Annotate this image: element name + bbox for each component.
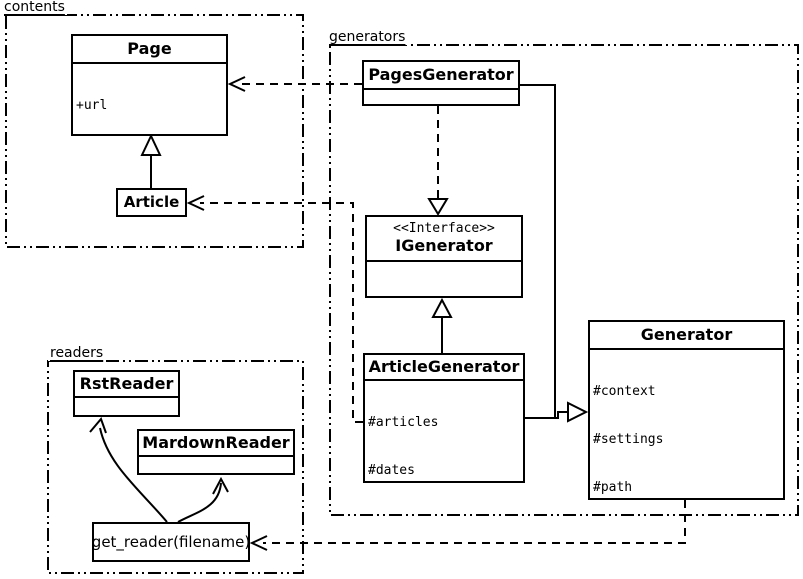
package-label-contents: contents <box>2 0 67 15</box>
realization-arrowhead-igenerator <box>427 198 449 216</box>
class-mardownreader-name: MardownReader <box>142 433 290 452</box>
inheritance-arrowhead-page <box>140 133 162 156</box>
class-article: Article <box>116 188 187 217</box>
function-get-reader-label: get_reader(filename) <box>91 533 251 551</box>
edge-articlegenerator-article <box>200 202 363 423</box>
package-label-readers: readers <box>48 345 106 361</box>
edge-getreader-mardownreader <box>177 482 222 523</box>
class-page: Page +url +slug +summary +check_properti… <box>71 34 228 136</box>
class-articlegenerator-name: ArticleGenerator <box>368 357 520 376</box>
dependency-arrowhead-article <box>186 195 205 211</box>
package-label-generators: generators <box>327 29 408 45</box>
attribute: #articles <box>368 415 439 430</box>
package-border-generators <box>329 44 799 516</box>
class-pagesgenerator: PagesGenerator #pages <box>362 60 520 106</box>
class-articlegenerator: ArticleGenerator #articles #dates #tags … <box>363 353 525 483</box>
arrowhead-mardownreader <box>212 476 229 495</box>
attribute: +url <box>76 98 108 113</box>
inheritance-arrowhead-generator <box>567 401 589 423</box>
class-page-name: Page <box>127 39 172 58</box>
edge-generator-junction <box>555 411 568 419</box>
edge-getreader-rstreader <box>99 427 168 523</box>
class-page-attributes: +url +slug +summary <box>73 62 226 134</box>
arrowhead-rstreader <box>89 417 107 434</box>
class-generator-attributes: #context #settings #path #theme #output_… <box>590 348 783 498</box>
class-igenerator-stereotype: <<Interface>> <box>393 221 495 236</box>
method: +generate_context() <box>370 296 518 298</box>
class-rstreader: RstReader +read() <box>73 370 180 417</box>
dependency-arrowhead-getreader <box>249 535 268 551</box>
edge-generator-getreader <box>263 500 686 544</box>
class-articlegenerator-attributes: #articles #dates #tags #categories <box>365 379 523 481</box>
class-igenerator-methods: +generate_context() +generate_output() <box>367 260 521 298</box>
class-rstreader-methods: +read() <box>75 396 178 415</box>
class-igenerator-name: IGenerator <box>395 236 493 255</box>
attribute: #dates <box>368 463 415 478</box>
class-igenerator-title: <<Interface>> IGenerator <box>367 217 521 260</box>
dependency-arrowhead-page <box>227 76 246 92</box>
class-rstreader-name: RstReader <box>79 374 174 393</box>
class-mardownreader: MardownReader +read() <box>137 429 295 475</box>
attribute: #settings <box>593 432 664 447</box>
inheritance-arrowhead-igenerator-top <box>431 297 453 318</box>
attribute: #context <box>593 384 656 399</box>
class-generator-name: Generator <box>640 325 733 344</box>
package-border-readers <box>47 360 304 574</box>
class-igenerator: <<Interface>> IGenerator +generate_conte… <box>365 215 523 298</box>
function-get-reader: get_reader(filename) <box>92 522 250 562</box>
class-article-name: Article <box>123 193 180 211</box>
class-generator: Generator #context #settings #path #them… <box>588 320 785 500</box>
class-pagesgenerator-name: PagesGenerator <box>368 65 514 84</box>
edge-pagesgenerator-generator <box>520 84 556 418</box>
attribute: #path <box>593 480 633 495</box>
package-border-contents <box>5 14 304 248</box>
class-mardownreader-methods: +read() <box>139 455 293 473</box>
class-pagesgenerator-attributes: #pages <box>364 88 518 104</box>
